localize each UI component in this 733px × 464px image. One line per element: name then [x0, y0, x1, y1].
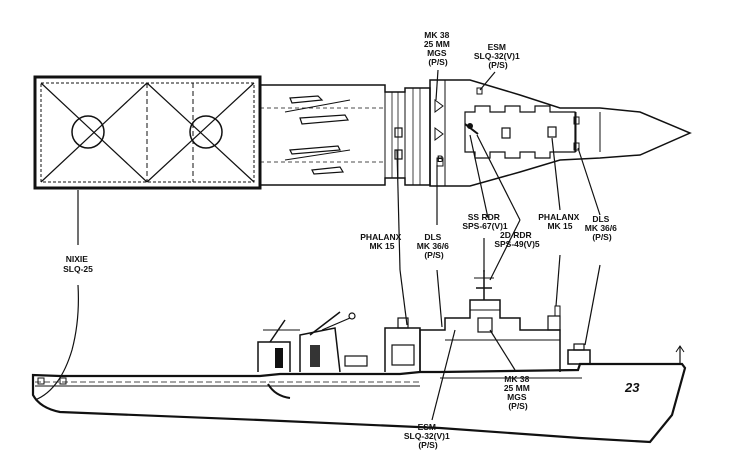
helo-spot-2: [189, 115, 223, 149]
label-phalanx-left: PHALANX MK 15: [360, 232, 403, 251]
label-phalanx-right: PHALANX MK 15: [538, 212, 581, 231]
leader-lines: [34, 69, 601, 421]
forward-deck: [429, 79, 692, 187]
label-esm-top: ESM SLQ-32(V)1 (P/S): [474, 42, 522, 70]
svg-text:B: B: [437, 154, 444, 164]
helo-spot-1: [71, 115, 105, 149]
label-2d-rdr: 2D RDR SPS-49(V)5: [494, 230, 540, 249]
label-esm-bottom: ESM SLQ-32(V)1 (P/S): [404, 422, 452, 450]
profile-view: 23: [31, 270, 687, 444]
label-dls-right: DLS MK 36/6 (P/S): [585, 214, 620, 242]
plan-view: B: [33, 75, 692, 190]
label-dls-left: DLS MK 36/6 (P/S): [417, 232, 452, 260]
label-ss-rdr: SS RDR SPS-67(V)1: [462, 212, 508, 231]
label-nixie: NIXIE SLQ-25: [63, 254, 93, 274]
hull: [31, 362, 687, 444]
label-mk38-top: MK 38 25 MM MGS (P/S): [424, 30, 452, 67]
label-mk38-bottom: MK 38 25 MM MGS (P/S): [504, 374, 532, 411]
hull-number: 23: [624, 380, 640, 395]
callout-labels: MK 38 25 MM MGS (P/S) ESM SLQ-32(V)1 (P/…: [63, 30, 620, 450]
